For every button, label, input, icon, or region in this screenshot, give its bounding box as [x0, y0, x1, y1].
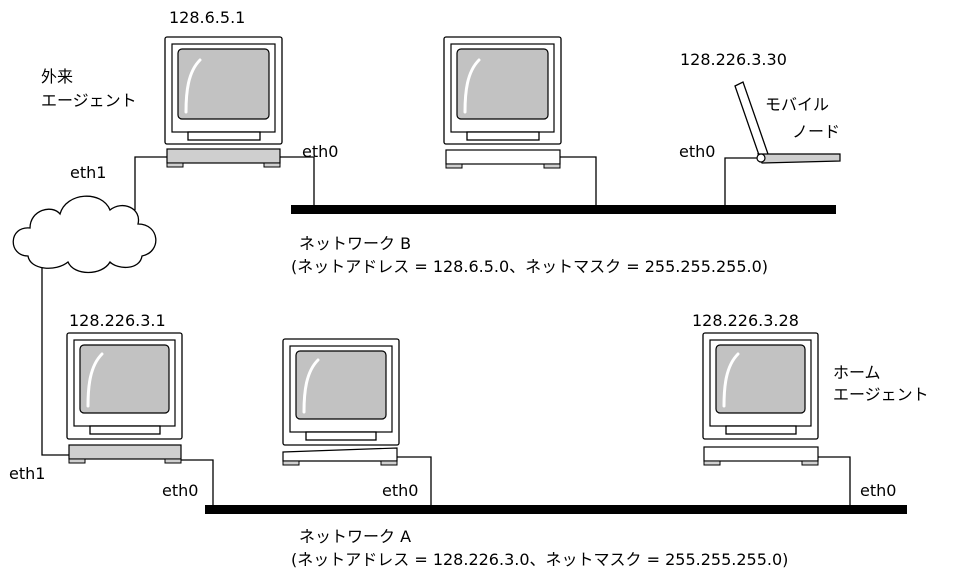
- router-a-computer: [66, 332, 183, 464]
- home-agent-ip: 128.226.3.28: [692, 311, 799, 330]
- home-agent-link: [818, 456, 851, 505]
- router-a-eth1-link: [41, 268, 69, 456]
- network-a-title: ネットワーク A: [299, 527, 411, 546]
- network-b-bus: [291, 205, 836, 214]
- foreign-agent-label-line1: 外来: [41, 67, 73, 86]
- foreign-agent-label-line2: エージェント: [41, 91, 137, 110]
- home-agent-computer: [702, 332, 819, 466]
- mobile-node-eth0-label: eth0: [679, 142, 715, 161]
- network-b-detail: (ネットアドレス = 128.6.5.0、ネットマスク = 255.255.25…: [291, 257, 768, 276]
- router-a-eth0-label: eth0: [162, 481, 198, 500]
- home-agent-label-line2: エージェント: [833, 385, 929, 404]
- foreign-agent-ip: 128.6.5.1: [169, 8, 245, 27]
- mobile-node-ip: 128.226.3.30: [680, 50, 787, 69]
- mobile-node-link: [724, 157, 757, 205]
- foreign-agent-eth0-label: eth0: [302, 142, 338, 161]
- network-a-bus: [205, 505, 907, 514]
- internet-cloud: [12, 195, 157, 274]
- network-a-host-computer: [282, 338, 400, 466]
- router-a-eth0-link: [181, 459, 214, 505]
- foreign-agent-computer: [164, 36, 283, 168]
- network-b-title: ネットワーク B: [299, 234, 411, 253]
- mobile-node-label-line1: モバイル: [765, 95, 829, 114]
- network-a-host-eth0-label: eth0: [382, 481, 418, 500]
- router-a-ip: 128.226.3.1: [69, 311, 166, 330]
- mobile-node-label-line2: ノード: [792, 122, 840, 141]
- network-a-host-link: [397, 456, 432, 505]
- network-a-detail: (ネットアドレス = 128.226.3.0、ネットマスク = 255.255.…: [291, 550, 788, 569]
- router-a-eth1-label: eth1: [9, 464, 45, 483]
- foreign-agent-eth1-label: eth1: [70, 163, 106, 182]
- network-b-host-link: [560, 156, 597, 205]
- mobile-node-laptop: [734, 81, 841, 164]
- home-agent-label-line1: ホーム: [833, 363, 881, 382]
- foreign-agent-eth1-link: [134, 156, 167, 210]
- network-b-host-computer: [443, 36, 562, 169]
- home-agent-eth0-label: eth0: [860, 481, 896, 500]
- foreign-agent-eth0-link: [280, 156, 315, 205]
